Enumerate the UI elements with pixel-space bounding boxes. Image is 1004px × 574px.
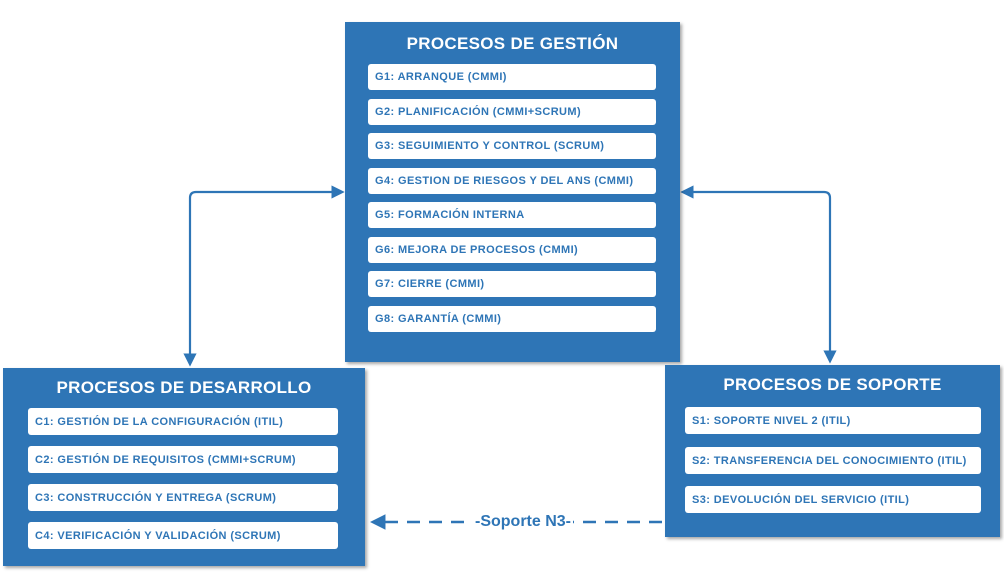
gestion-item-g2: G2: PLANIFICACIÓN (CMMI+SCRUM) xyxy=(368,99,656,125)
desarrollo-title: PROCESOS DE DESARROLLO xyxy=(56,378,312,397)
gestion-item-g7: G7: CIERRE (CMMI) xyxy=(368,271,656,297)
gestion-item-g4: G4: GESTION DE RIESGOS Y DEL ANS (CMMI) xyxy=(368,168,656,194)
soporte-n3-label: -Soporte N3- xyxy=(473,513,573,531)
gestion-desarrollo-arrow xyxy=(183,185,345,367)
gestion-item-g3: G3: SEGUIMIENTO Y CONTROL (SCRUM) xyxy=(368,133,656,159)
soporte-item-s2: S2: TRANSFERENCIA DEL CONOCIMIENTO (ITIL… xyxy=(685,447,981,474)
soporte-panel: PROCESOS DE SOPORTE S1: SOPORTE NIVEL 2 … xyxy=(665,365,1000,537)
desarrollo-item-c4: C4: VERIFICACIÓN Y VALIDACIÓN (SCRUM) xyxy=(28,522,338,549)
gestion-panel: PROCESOS DE GESTIÓN G1: ARRANQUE (CMMI) … xyxy=(345,22,680,362)
desarrollo-panel: PROCESOS DE DESARROLLO C1: GESTIÓN DE LA… xyxy=(3,368,365,566)
desarrollo-item-c1: C1: GESTIÓN DE LA CONFIGURACIÓN (ITIL) xyxy=(28,408,338,435)
soporte-item-s3: S3: DEVOLUCIÓN DEL SERVICIO (ITIL) xyxy=(685,486,981,513)
desarrollo-item-c2: C2: GESTIÓN DE REQUISITOS (CMMI+SCRUM) xyxy=(28,446,338,473)
gestion-item-g5: G5: FORMACIÓN INTERNA xyxy=(368,202,656,228)
gestion-title: PROCESOS DE GESTIÓN xyxy=(406,34,619,53)
gestion-soporte-arrow xyxy=(680,185,837,364)
gestion-item-g6: G6: MEJORA DE PROCESOS (CMMI) xyxy=(368,237,656,263)
desarrollo-item-c3: C3: CONSTRUCCIÓN Y ENTREGA (SCRUM) xyxy=(28,484,338,511)
soporte-title: PROCESOS DE SOPORTE xyxy=(723,375,942,394)
gestion-item-g8: G8: GARANTÍA (CMMI) xyxy=(368,306,656,332)
gestion-item-g1: G1: ARRANQUE (CMMI) xyxy=(368,64,656,90)
soporte-item-s1: S1: SOPORTE NIVEL 2 (ITIL) xyxy=(685,407,981,434)
